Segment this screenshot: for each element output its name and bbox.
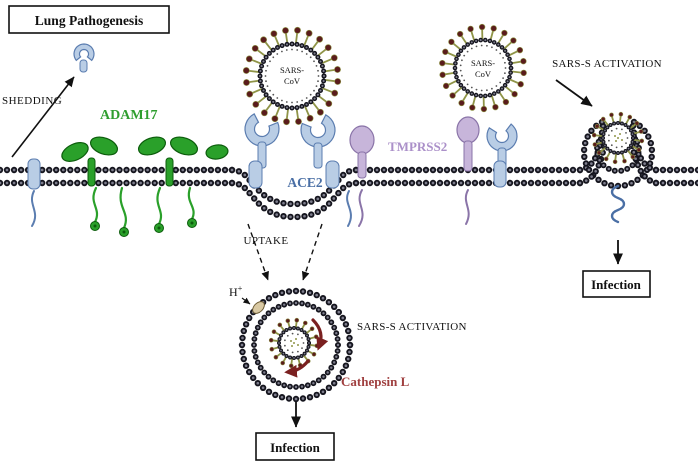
proton-arrow — [241, 297, 251, 305]
infection-bottom-label: Infection — [270, 440, 321, 455]
ace2-receptors — [27, 113, 518, 227]
proton-plus: + — [238, 283, 243, 293]
tmprss2-proteases — [349, 116, 480, 227]
infection-box-right — [582, 270, 651, 298]
uptake-arrow-right — [301, 223, 323, 281]
uptake-label: UPTAKE — [244, 235, 289, 247]
sars-s-activation-top-label: SARS-S ACTIVATION — [552, 58, 662, 70]
tmprss2-label: TMPRSS2 — [388, 139, 447, 154]
figure-labels: Lung Pathogenesis SHEDDING ADAM17 ACE2 T… — [2, 5, 662, 461]
virus-left-name-line1: SARS- — [280, 65, 304, 75]
infection-box-bottom — [255, 432, 335, 461]
proton-label: H+ — [229, 283, 243, 299]
sars-cov-virion-right — [439, 23, 527, 113]
virus-right-name-line2: CoV — [475, 69, 492, 79]
adam17-protease-complex — [61, 136, 229, 237]
virus-left-name-line2: CoV — [284, 76, 301, 86]
proton-h: H — [229, 285, 238, 299]
membrane-invagination-with-virion — [591, 111, 645, 224]
cathepsin-l-label: Cathepsin L — [341, 374, 410, 389]
virus-right-name-line1: SARS- — [471, 58, 495, 68]
infection-right-label: Infection — [591, 277, 642, 292]
sars-s-activation-endosome-label: SARS-S ACTIVATION — [357, 321, 467, 333]
adam17-label: ADAM17 — [100, 108, 158, 123]
activation-arrow-right — [555, 79, 593, 107]
cathepsin-cleavage-arrow-1 — [311, 318, 329, 351]
shedding-label: SHEDDING — [2, 95, 62, 107]
cathepsin-cleavage-arrow-2 — [284, 359, 310, 378]
shedding-arrow — [11, 76, 75, 158]
pathway-arrows — [11, 76, 624, 428]
endosome-with-virion — [238, 287, 354, 403]
uptake-arrow-left — [247, 223, 269, 281]
sars-cov-virion-left — [242, 26, 342, 126]
lung-pathogenesis-label: Lung Pathogenesis — [35, 13, 143, 28]
lung-pathogenesis-box — [8, 5, 170, 34]
ace2-label: ACE2 — [287, 175, 323, 190]
shed-ace2-ectodomain — [73, 43, 95, 73]
